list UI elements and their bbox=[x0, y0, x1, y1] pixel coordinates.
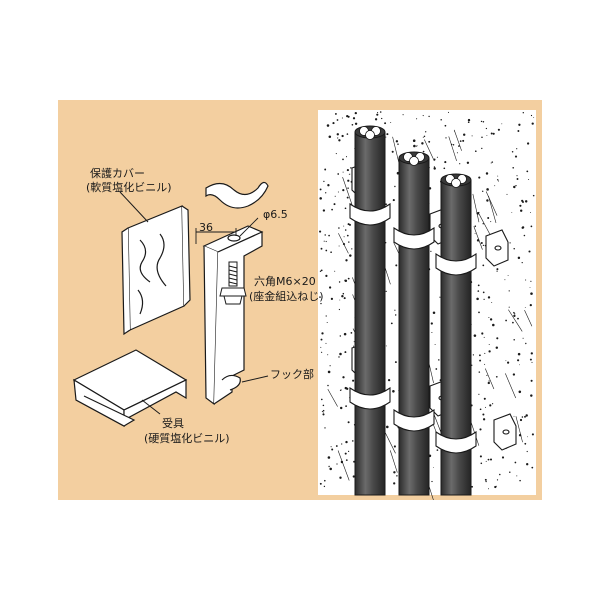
mounting-bracket bbox=[202, 225, 264, 406]
illustration-panel: 保護カバー (軟質塩化ビニル) 36 φ6.5 六角M6×20 (座金組込ねじ)… bbox=[58, 100, 542, 500]
dimension-marks bbox=[195, 217, 259, 244]
bolt-label: 六角M6×20 bbox=[254, 275, 316, 288]
cable-support-illustration bbox=[72, 110, 536, 500]
hook-label: フック部 bbox=[270, 368, 314, 381]
receiver-material-label: (硬質塩化ビニル) bbox=[144, 432, 230, 445]
receiver-part bbox=[72, 349, 188, 428]
cable-2 bbox=[398, 151, 430, 496]
bracket-clip bbox=[205, 181, 269, 209]
receiver-label: 受具 bbox=[162, 417, 184, 430]
bolt-detail-label: (座金組込ねじ) bbox=[249, 290, 324, 303]
cable-1 bbox=[354, 125, 386, 496]
protective-cover-part bbox=[121, 205, 191, 336]
cable-clamps bbox=[349, 202, 477, 454]
protective-cover-material-label: (軟質塩化ビニル) bbox=[86, 181, 172, 194]
dimension-hole-label: φ6.5 bbox=[263, 208, 288, 221]
protective-cover-label: 保護カバー bbox=[90, 167, 145, 180]
dimension-width-label: 36 bbox=[199, 221, 213, 234]
hex-bolt bbox=[219, 261, 247, 305]
